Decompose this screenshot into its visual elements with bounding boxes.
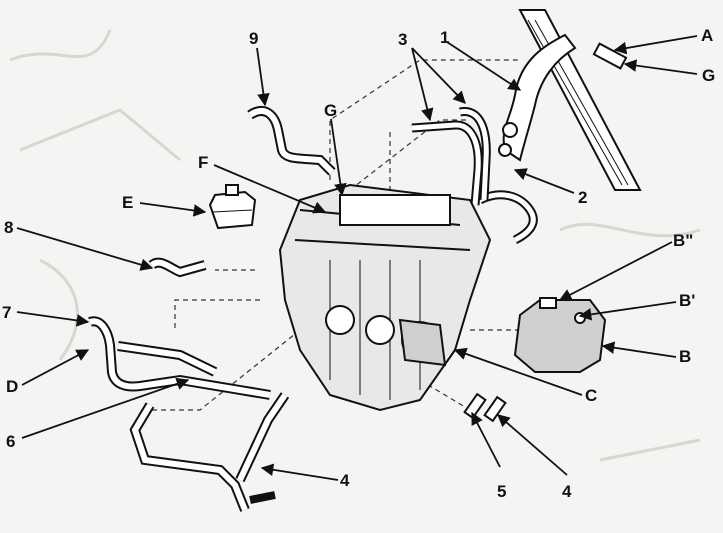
- callout-9: 9: [249, 29, 258, 48]
- heater-hoses-3: [411, 107, 491, 206]
- callout-b-double-prime: B": [673, 231, 693, 250]
- callout-b-prime: B': [679, 291, 695, 310]
- hose-8: [148, 257, 207, 278]
- hose-9: [247, 106, 336, 176]
- callout-b: B: [679, 347, 691, 366]
- thermostat-housing-b: [513, 297, 607, 373]
- callout-g-center: G: [324, 101, 337, 120]
- callout-a: A: [701, 26, 713, 45]
- callout-labels: 1 2 3 4 4 5 6 7 8 9 A B B' B" C D E F G …: [2, 26, 715, 501]
- callout-8: 8: [4, 218, 13, 237]
- expansion-tank-e: [208, 184, 257, 230]
- callout-7: 7: [2, 303, 11, 322]
- fittings-4-5: [463, 392, 507, 423]
- callout-c: C: [585, 386, 597, 405]
- hose-7: [88, 316, 271, 400]
- callout-2: 2: [578, 188, 587, 207]
- callout-4-right: 4: [562, 482, 572, 501]
- callout-1: 1: [440, 28, 449, 47]
- upper-hose-1: [498, 33, 577, 162]
- radiator: [518, 9, 642, 191]
- assembly-dashed-lines: [150, 59, 520, 411]
- callout-e: E: [122, 193, 133, 212]
- callout-6: 6: [6, 432, 15, 451]
- callout-f: F: [198, 153, 208, 172]
- callout-3: 3: [398, 30, 407, 49]
- callout-5: 5: [497, 482, 506, 501]
- callout-4-bottom: 4: [340, 471, 350, 490]
- background-ghost-print: [9, 29, 701, 462]
- leader-arrows: [16, 35, 698, 481]
- engine-block: [278, 183, 492, 412]
- callout-g-right: G: [702, 66, 715, 85]
- lower-hose-2: [477, 190, 538, 245]
- callout-d: D: [6, 377, 18, 396]
- pipe-6: [129, 392, 290, 512]
